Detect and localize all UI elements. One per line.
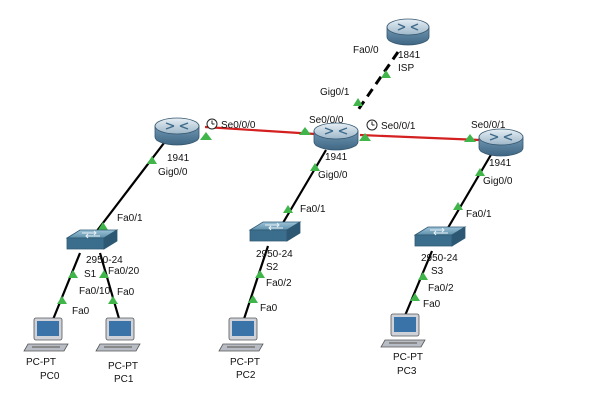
port-label: Se0/0/1	[471, 120, 506, 131]
switch-arrows-icon	[430, 227, 448, 236]
pc3-name-label: PC3	[397, 366, 417, 377]
pc2-name-label: PC2	[236, 370, 256, 381]
router-r2[interactable]	[313, 122, 359, 151]
s2-name-label: S2	[266, 262, 279, 273]
triangle-up-icon	[68, 270, 78, 278]
s1-model-label: 2950-24	[86, 255, 123, 266]
pc0-model-label: PC-PT	[26, 357, 56, 368]
r2-model-label: 1941	[325, 152, 348, 163]
link-r1-r2-serial[interactable]	[204, 125, 316, 136]
triangle-up-icon	[200, 132, 212, 140]
triangle-up-icon	[359, 133, 371, 141]
switch-s3[interactable]	[413, 226, 467, 247]
pc0-name-label: PC0	[40, 371, 60, 382]
triangle-up-icon	[453, 202, 463, 210]
pc1-name-label: PC1	[114, 374, 134, 385]
device-labels: 1841 ISP 1941 1941 1941 2950-24 S1 2950-…	[26, 50, 512, 385]
port-label: Fa0/1	[300, 204, 326, 215]
port-label: Fa0	[260, 303, 278, 314]
port-label: Gig0/0	[483, 176, 513, 187]
triangle-up-icon	[248, 295, 258, 303]
triangle-up-icon	[57, 296, 67, 304]
port-label: Fa0/20	[108, 266, 140, 277]
r3-model-label: 1941	[489, 158, 512, 169]
link-s1-pc0[interactable]	[50, 252, 82, 323]
port-label: Fa0	[72, 306, 90, 317]
link-isp-r2-dashed[interactable]	[356, 51, 400, 111]
s2-model-label: 2950-24	[256, 249, 293, 260]
link-r2-r3-serial[interactable]	[359, 133, 481, 142]
router-arrows-icon	[489, 133, 513, 141]
router-arrows-icon	[397, 23, 419, 31]
switch-s1[interactable]	[65, 229, 119, 250]
port-label: Fa0/2	[266, 278, 292, 289]
triangle-up-icon	[99, 270, 109, 278]
router-isp[interactable]	[386, 18, 430, 46]
link-r3-s3[interactable]	[441, 152, 493, 239]
clock-icon	[366, 119, 378, 131]
port-label: Se0/0/1	[381, 121, 416, 132]
router-r3[interactable]	[478, 128, 524, 157]
s1-name-label: S1	[84, 269, 97, 280]
triangle-up-icon	[418, 272, 428, 280]
link-s3-pc3[interactable]	[402, 250, 434, 319]
port-label: Fa0	[423, 299, 441, 310]
triangle-up-icon	[108, 296, 118, 304]
triangle-up-icon	[98, 222, 108, 230]
link-r2-s2[interactable]	[276, 149, 327, 234]
port-label: Se0/0/0	[221, 120, 256, 131]
triangle-up-icon	[283, 205, 293, 213]
isp-model-label: 1841	[398, 50, 421, 61]
triangle-up-icon	[147, 156, 157, 164]
router-arrows-icon	[324, 127, 348, 135]
pc-pc1[interactable]	[95, 317, 141, 352]
port-labels: Fa0/0 Gig0/1 Se0/0/0 Se0/0/0 Se0/0/1 Se0…	[72, 45, 513, 317]
triangle-up-icon	[381, 70, 391, 78]
pc-pc2[interactable]	[218, 317, 264, 352]
port-label: Se0/0/0	[309, 115, 344, 126]
port-label: Fa0/0	[353, 45, 379, 56]
port-label: Fa0/1	[117, 213, 143, 224]
switch-s2[interactable]	[248, 221, 302, 242]
link-status-indicators	[57, 70, 485, 304]
triangle-up-icon	[255, 270, 265, 278]
link-s1-pc1[interactable]	[98, 252, 122, 323]
port-label: Fa0/10	[79, 286, 111, 297]
switch-arrows-icon	[265, 222, 283, 231]
triangle-up-icon	[353, 98, 363, 106]
port-label: Fa0/1	[466, 209, 492, 220]
triangle-up-icon	[464, 134, 476, 142]
isp-name-label: ISP	[398, 63, 414, 74]
triangle-up-icon	[299, 127, 311, 135]
pc2-model-label: PC-PT	[230, 357, 260, 368]
pc3-model-label: PC-PT	[393, 352, 423, 363]
triangle-up-icon	[475, 168, 485, 176]
port-label: Gig0/0	[318, 170, 348, 181]
s3-model-label: 2950-24	[421, 253, 458, 264]
triangle-up-icon	[410, 293, 420, 301]
port-label: Fa0	[117, 287, 135, 298]
router-r1[interactable]	[154, 117, 200, 146]
clock-icon	[206, 118, 218, 130]
r1-model-label: 1941	[167, 153, 190, 164]
switch-arrows-icon	[82, 230, 100, 239]
port-label: Gig0/1	[320, 87, 350, 98]
pc-pc3[interactable]	[380, 313, 426, 348]
port-label: Fa0/2	[428, 283, 454, 294]
pc1-model-label: PC-PT	[108, 361, 138, 372]
triangle-up-icon	[310, 163, 320, 171]
link-s2-pc2[interactable]	[241, 245, 270, 323]
router-arrows-icon	[165, 122, 189, 130]
pc-pc0[interactable]	[23, 317, 69, 352]
s3-name-label: S3	[431, 266, 444, 277]
port-label: Gig0/0	[158, 167, 188, 178]
